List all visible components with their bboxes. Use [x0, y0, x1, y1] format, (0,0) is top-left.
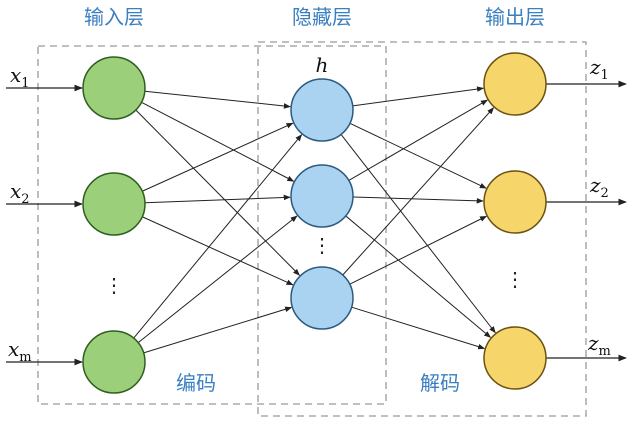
decode-edge-1-3 — [340, 134, 496, 334]
input-node-1 — [82, 56, 146, 120]
decode-edge-1-2 — [349, 122, 487, 189]
decode-edge-2-3 — [345, 215, 492, 338]
decode-edge-2-1 — [348, 99, 488, 181]
output-ellipsis: ⋮ — [505, 267, 525, 291]
input-layer-title: 输入层 — [84, 5, 144, 29]
output-label-2: z2 — [589, 173, 609, 201]
input-label-1: x1 — [10, 63, 30, 91]
output-node-2 — [483, 170, 547, 234]
decoder-region-box — [257, 41, 587, 417]
encoder-region-box — [37, 45, 387, 405]
hidden-ellipsis: ⋮ — [312, 233, 332, 257]
encode-edge-3-2 — [137, 215, 298, 344]
input-node-m — [82, 330, 146, 394]
output-node-1 — [483, 52, 547, 116]
encode-edge-1-3 — [135, 109, 300, 276]
input-label-m: xm — [8, 337, 32, 365]
output-label-1: z1 — [589, 55, 609, 83]
decode-edge-3-2 — [349, 215, 487, 285]
hidden-node-2 — [290, 164, 354, 228]
output-node-m — [483, 326, 547, 390]
hidden-layer-title: 隐藏层 — [292, 5, 352, 29]
hidden-symbol: h — [316, 53, 329, 77]
hidden-node-1 — [290, 78, 354, 142]
encode-edge-2-2 — [144, 194, 291, 204]
connections — [133, 86, 496, 354]
encode-label: 编码 — [176, 371, 216, 395]
encode-edge-2-1 — [142, 122, 294, 192]
input-label-2: x2 — [10, 179, 30, 207]
decode-edge-3-1 — [342, 107, 495, 276]
encode-edge-1-1 — [144, 90, 291, 109]
output-label-m: zm — [587, 331, 611, 359]
encode-edge-3-3 — [143, 306, 293, 354]
encode-edge-2-3 — [142, 216, 294, 286]
decode-edge-2-2 — [352, 196, 484, 204]
decode-label: 解码 — [420, 371, 460, 395]
hidden-node-k — [290, 266, 354, 330]
input-ellipsis: ⋮ — [104, 273, 124, 297]
decode-edge-3-3 — [351, 306, 486, 350]
encode-edge-1-2 — [141, 101, 295, 182]
input-node-2 — [82, 172, 146, 236]
decode-edge-1-1 — [352, 86, 484, 107]
output-layer-title: 输出层 — [485, 5, 545, 29]
encode-edge-3-1 — [133, 134, 303, 339]
